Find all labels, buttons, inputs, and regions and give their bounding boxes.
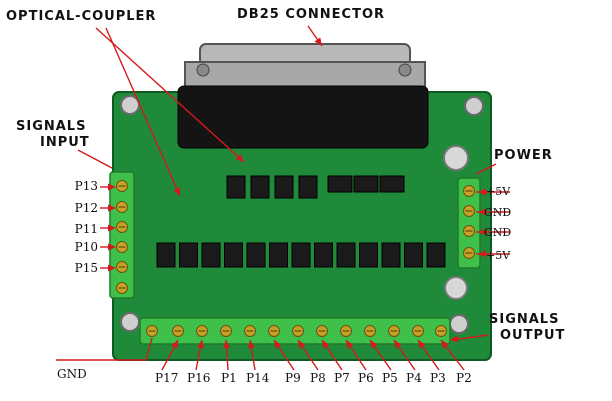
terminal-block-body: [109, 171, 135, 299]
arrowhead-icon: [298, 340, 306, 349]
power-label: POWER: [494, 148, 553, 163]
input-pin-label: P15: [74, 261, 98, 275]
output-pin-label: P14: [246, 371, 270, 385]
input-pin-label: P11: [74, 222, 98, 236]
optocoupler-chip: [246, 242, 266, 268]
arrowhead-icon: [108, 264, 116, 272]
power-pin-label: +5V: [486, 249, 511, 262]
arrowhead-icon: [450, 335, 459, 343]
output-terminal-block: [139, 317, 451, 345]
optocoupler-chip: [426, 242, 446, 268]
optocoupler-chip: [250, 175, 270, 199]
power-terminal-block: [457, 177, 481, 269]
signals-input-label-line2: INPUT: [40, 135, 90, 150]
arrowhead-icon: [171, 340, 178, 349]
leader-line: [475, 163, 497, 175]
optocoupler-chip: [291, 242, 311, 268]
output-pin-label: P16: [187, 371, 211, 385]
arrowhead-icon: [478, 208, 486, 216]
optocoupler-chip: [336, 242, 356, 268]
optocoupler-row-lower: [156, 242, 446, 268]
arrowhead-icon: [274, 340, 282, 349]
input-terminal-block: [109, 171, 135, 299]
arrowhead-icon: [235, 154, 244, 162]
arrowhead-icon: [223, 340, 231, 349]
arrowhead-icon: [478, 188, 486, 196]
output-pin-label: P5: [382, 371, 398, 385]
leader-line: [105, 27, 181, 197]
optocoupler-chip: [359, 242, 378, 268]
leader-line: [95, 27, 245, 163]
arrowhead-icon: [314, 37, 322, 46]
output-pin-label: P4: [406, 371, 422, 385]
output-pin-label: P8: [310, 371, 326, 385]
arrowhead-icon: [346, 340, 354, 349]
arrowhead-icon: [196, 340, 204, 349]
arrowhead-icon: [370, 340, 378, 349]
optocoupler-chip: [226, 175, 246, 199]
leader-lines: [56, 25, 510, 371]
arrowhead-icon: [478, 250, 486, 258]
output-pin-label: P3: [430, 371, 446, 385]
arrowhead-icon: [173, 187, 180, 196]
optocoupler-chip: [224, 242, 243, 268]
arrowhead-icon: [108, 224, 116, 232]
signals-output-label-line2: OUTPUT: [500, 328, 566, 343]
optocoupler-chip: [404, 242, 423, 268]
signals-output-label-line1: SIGNALS: [489, 312, 560, 327]
optocoupler-chip: [179, 242, 198, 268]
signals-input-label-line1: SIGNALS: [16, 119, 87, 134]
arrowhead-icon: [247, 340, 255, 349]
arrowhead-icon: [418, 340, 426, 349]
power-pin-label: +5V: [486, 185, 511, 198]
arrowhead-icon: [394, 340, 402, 349]
arrowhead-icon: [478, 228, 486, 236]
db25-connector-label: DB25 CONNECTOR: [237, 7, 386, 22]
mounting-hole-icon: [120, 95, 140, 115]
capacitor: [443, 145, 469, 171]
capacitor: [444, 276, 468, 300]
output-pin-label: P1: [221, 371, 237, 385]
arrowhead-icon: [108, 204, 116, 212]
db25-connector: [177, 43, 429, 149]
ic-chip: [353, 175, 379, 193]
optocoupler-row-upper: [226, 175, 405, 199]
leader-line: [145, 337, 153, 361]
power-pin-label: GND: [484, 226, 512, 239]
optical-coupler-label: OPTICAL-COUPLER: [6, 9, 157, 24]
optocoupler-chip: [156, 242, 176, 268]
leader-line: [451, 334, 489, 341]
arrowhead-icon: [108, 183, 116, 191]
arrowhead-icon: [108, 243, 116, 251]
optocoupler-chip: [314, 242, 333, 268]
optocoupler-chip: [201, 242, 221, 268]
optocoupler-chip: [298, 175, 318, 199]
mounting-hole-icon: [464, 96, 484, 116]
arrowhead-icon: [322, 340, 330, 349]
mounting-hole-icon: [120, 312, 140, 332]
output-pin-label-gnd: GND: [57, 367, 87, 381]
terminal-block-body: [457, 177, 481, 269]
output-pin-label: P17: [155, 371, 179, 385]
input-pin-label: P13: [74, 179, 98, 193]
power-pin-label: GND: [484, 206, 512, 219]
mounting-hole-icon: [449, 314, 469, 334]
arrowhead-icon: [441, 340, 449, 349]
output-pin-label: P9: [285, 371, 301, 385]
input-pin-label: P10: [74, 240, 98, 254]
optocoupler-chip: [274, 175, 294, 199]
output-pin-label: P2: [456, 371, 472, 385]
input-pin-label: P12: [74, 201, 98, 215]
ic-chip: [327, 175, 353, 193]
output-pin-label: P6: [358, 371, 374, 385]
optocoupler-chip: [381, 242, 401, 268]
output-pin-label: P7: [334, 371, 350, 385]
optocoupler-chip: [269, 242, 288, 268]
ic-chip: [379, 175, 405, 193]
leader-line: [77, 149, 113, 169]
